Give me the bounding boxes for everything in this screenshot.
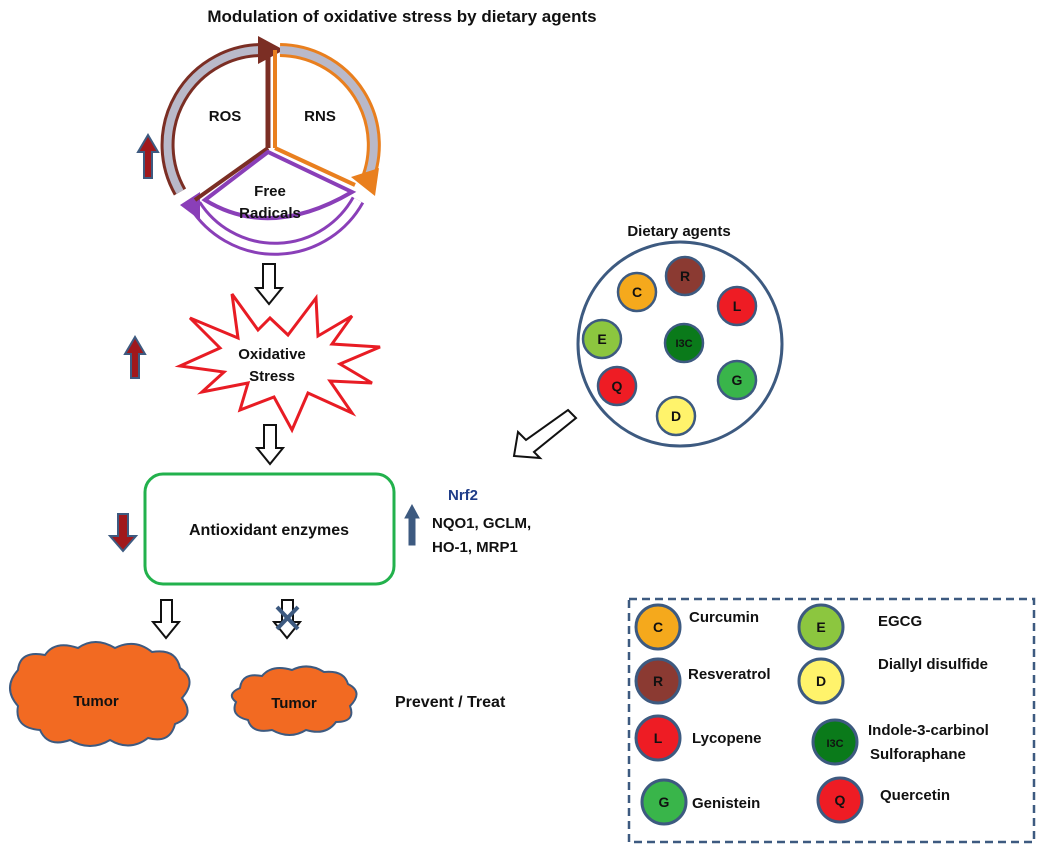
legend-letter: E [816,619,825,635]
dietary-agent-d: D [655,395,697,437]
blocked-arrow-icon [271,599,303,640]
diagram-title: Modulation of oxidative stress by dietar… [207,7,596,26]
legend-letter: Q [835,792,846,808]
down-arrow-icon [254,424,286,466]
dietary-agent-l: L [716,285,758,327]
dietary-agent-c: C [616,271,658,313]
legend-item-resveratrol: R Resveratrol [634,657,771,705]
dietary-agent-letter: E [597,331,606,347]
legend-item-curcumin: C Curcumin [634,603,759,651]
oxidative-stress-line1: Oxidative [238,346,306,363]
oxidative-stress-line2: Stress [249,368,295,385]
genes-line2: HO-1, MRP1 [432,539,518,556]
dietary-agent-letter: R [680,268,690,284]
legend-letter: I3C [826,738,843,750]
legend-name: Diallyl disulfide [878,656,988,673]
dietary-agents-title: Dietary agents [627,223,730,240]
dietary-agent-i3c: I3C [663,322,705,364]
increase-arrow-icon [136,133,160,179]
legend-name: Indole-3-carbinol [868,722,989,739]
dietary-agent-letter: I3C [675,338,692,350]
legend-letter: C [653,619,663,635]
genes-line1: NQO1, GCLM, [432,515,531,532]
legend-name: EGCG [878,613,922,630]
dietary-agent-letter: C [632,284,642,300]
legend-item-egcg: E EGCG [797,603,922,651]
nrf2-label: Nrf2 [448,487,478,504]
dietary-agent-e: E [581,318,623,360]
increase-arrow-icon [123,335,147,379]
legend-letter: G [659,794,670,810]
dietary-agent-letter: G [732,372,743,388]
legend-letter: L [654,730,663,746]
free-radicals-label-line1: Free [254,183,286,200]
legend-name: Lycopene [692,730,761,747]
outcome-label: Prevent / Treat [395,694,506,711]
dietary-agent-g: G [716,359,758,401]
dietary-arrow-icon [512,408,578,460]
legend-item-lycopene: L Lycopene [634,714,761,762]
dietary-agent-letter: L [733,298,742,314]
legend-name-secondary: Sulforaphane [870,746,966,763]
legend-name: Genistein [692,795,760,812]
tumor-small: Tumor [230,665,358,736]
dietary-agent-q: Q [596,365,638,407]
oxidative-stress-burst: Oxidative Stress [174,293,381,434]
legend-letter: D [816,673,826,689]
free-radicals-label-line2: Radicals [239,205,301,222]
dietary-agent-letter: Q [612,378,623,394]
tumor-large-label: Tumor [73,693,119,710]
down-arrow-icon [150,599,182,640]
antioxidant-enzymes-box: Antioxidant enzymes [143,472,396,586]
dietary-agents-group: Dietary agents C R L E I3C Q G D [576,223,784,448]
legend-item-diallyl-disulfide: D Diallyl disulfide [797,656,988,705]
ros-rns-cycle: ROS RNS Free Radicals [160,36,381,256]
ros-label: ROS [209,108,242,125]
nrf2-increase-arrow-icon [404,503,420,546]
down-arrow-icon [253,263,285,306]
tumor-small-label: Tumor [271,695,317,712]
dietary-agent-letter: D [671,408,681,424]
legend-name: Quercetin [880,787,950,804]
legend-item-genistein: G Genistein [640,778,760,826]
rns-label: RNS [304,108,336,125]
legend-name: Resveratrol [688,666,771,683]
tumor-large: Tumor [9,641,191,747]
decrease-arrow-icon [107,513,139,553]
antioxidant-enzymes-label: Antioxidant enzymes [189,522,349,539]
legend-name: Curcumin [689,609,759,626]
dietary-agent-r: R [664,255,706,297]
legend-item-quercetin: Q Quercetin [816,776,950,824]
legend-letter: R [653,673,663,689]
